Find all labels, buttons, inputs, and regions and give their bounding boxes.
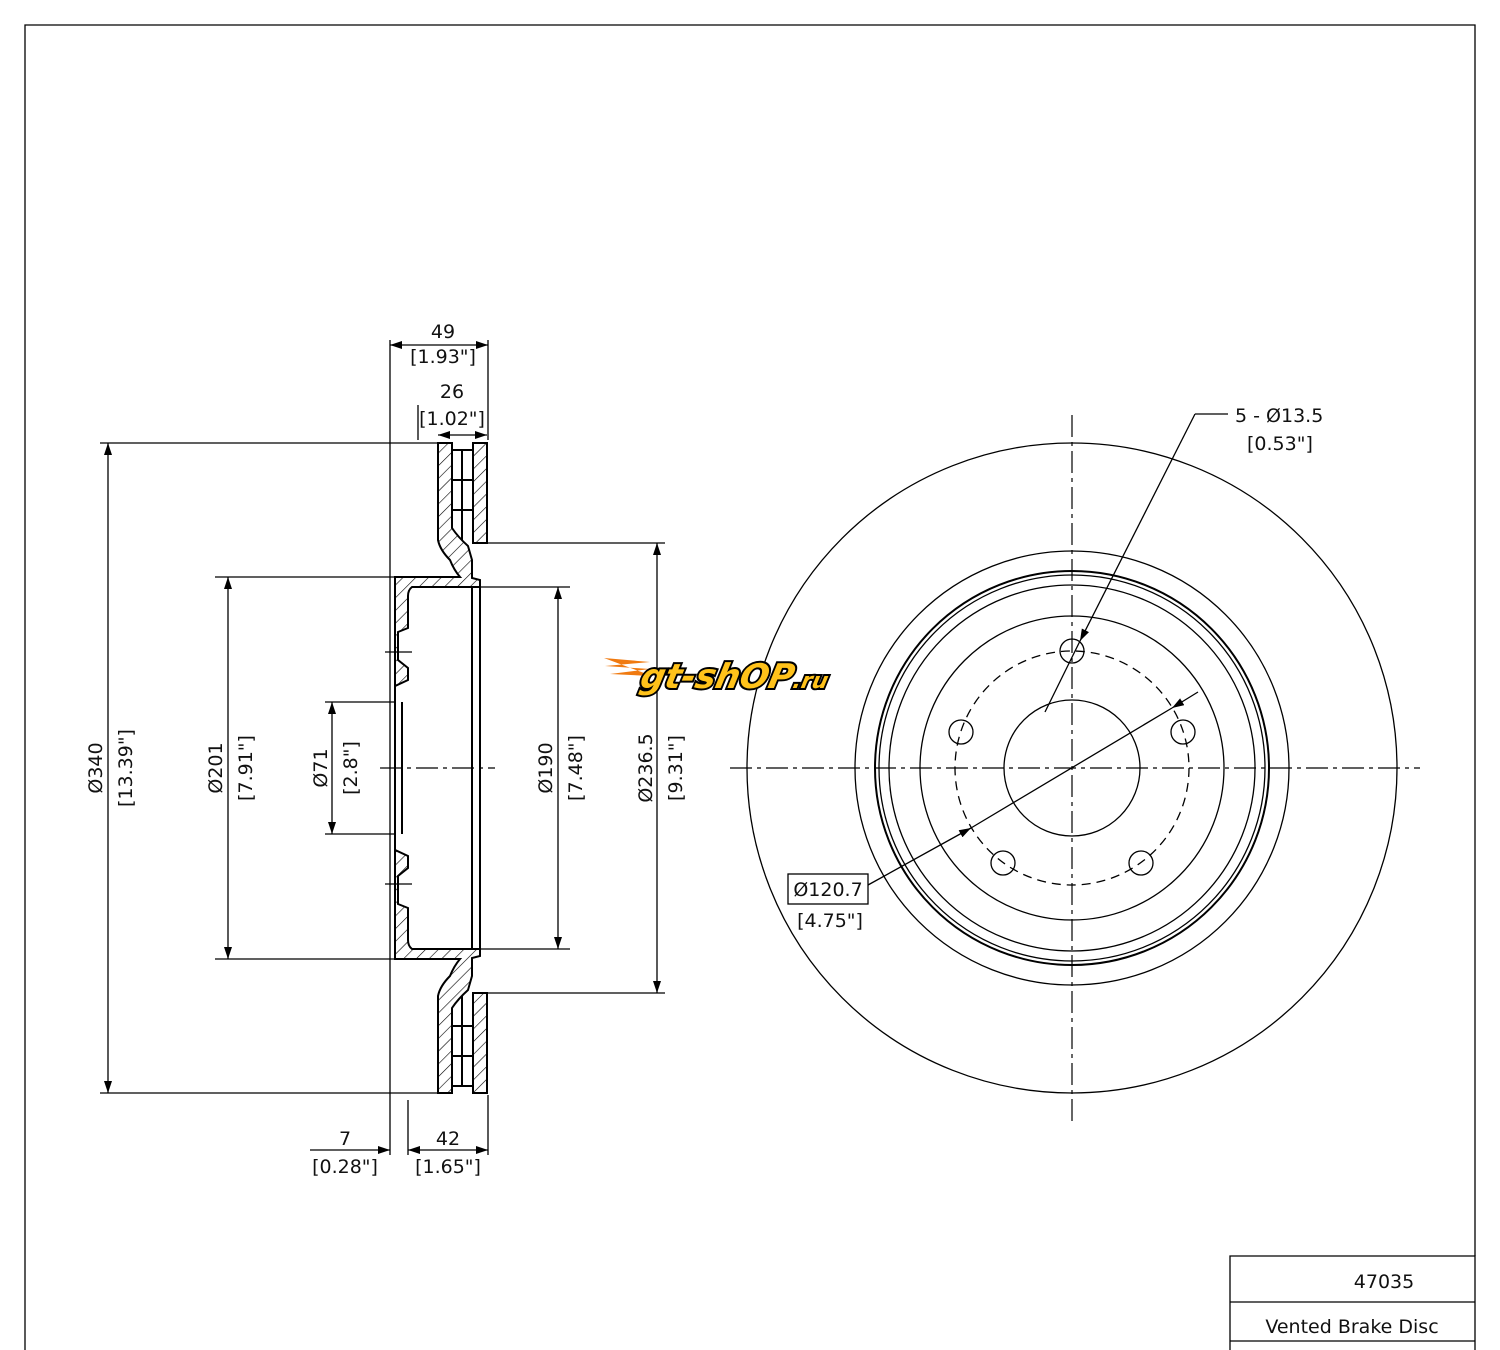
outer-diameter-mm: Ø340 <box>85 742 107 793</box>
offset-dim-mm: 7 <box>339 1128 351 1150</box>
svg-text:gt-shOP.ru: gt-shOP.ru <box>637 657 833 697</box>
outer-diameter-in: [13.39"] <box>115 729 137 807</box>
width-dim-mm: 49 <box>431 321 455 343</box>
width-dim-in: [1.93"] <box>410 346 476 368</box>
friction-inner-diameter-mm: Ø236.5 <box>635 733 657 802</box>
bolt-circle-mm: Ø120.7 <box>793 879 862 901</box>
inner-hat-diameter-in: [7.48"] <box>565 735 587 801</box>
part-description: Vented Brake Disc <box>1265 1316 1438 1338</box>
thickness-dim-mm: 26 <box>440 381 464 403</box>
hat-height-in: [1.65"] <box>415 1156 481 1178</box>
drawing-border <box>24 24 1476 1350</box>
hat-diameter-in: [7.91"] <box>235 735 257 801</box>
friction-inner-diameter-in: [9.31"] <box>665 735 687 801</box>
part-number: 47035 <box>1354 1271 1414 1293</box>
thickness-dim-in: [1.02"] <box>419 408 485 430</box>
front-view <box>730 413 1420 1125</box>
bore-diameter-mm: Ø71 <box>310 748 332 787</box>
hat-diameter-mm: Ø201 <box>205 742 227 793</box>
title-block: 47035 Vented Brake Disc <box>1229 1255 1476 1350</box>
bolt-circle-in: [4.75"] <box>797 910 863 932</box>
bolt-holes-in: [0.53"] <box>1247 433 1313 455</box>
hat-height-mm: 42 <box>436 1128 460 1150</box>
gt-shop-logo: gt-shOP.ru <box>604 655 835 699</box>
bolt-holes <box>948 638 1196 876</box>
cross-section-view <box>100 340 665 1155</box>
inner-hat-diameter-mm: Ø190 <box>535 742 557 793</box>
bore-diameter-in: [2.8"] <box>340 741 362 795</box>
bolt-holes-mm: 5 - Ø13.5 <box>1235 405 1323 427</box>
offset-dim-in: [0.28"] <box>312 1156 378 1178</box>
